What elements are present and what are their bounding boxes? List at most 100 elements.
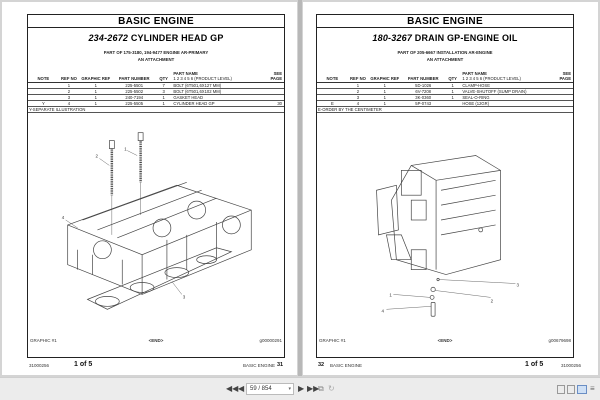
cell-part-number: 6V-7208: [401, 88, 445, 95]
table-header-row: NOTE REF NO GRAPHIC REF PART NUMBER QTY …: [317, 71, 573, 83]
graphic-id: g00679698: [548, 338, 571, 343]
prev-page-icon[interactable]: ◀: [238, 384, 245, 393]
group-number: 180-3267: [372, 33, 413, 43]
cell-graphic: 1: [368, 94, 402, 101]
cell-qty: 7: [155, 82, 172, 89]
doc-id: 31000256: [29, 363, 50, 368]
col-qty: QTY: [155, 72, 172, 83]
col-part-name-label: PART NAME: [173, 71, 198, 76]
col-part-number: PART NUMBER: [401, 72, 445, 83]
parts-table: NOTE REF NO GRAPHIC REF PART NUMBER QTY …: [317, 71, 573, 107]
part-of-text: PART OF 175-3180, 194-9477 ENGINE AR-PRI…: [28, 49, 284, 63]
cell-qty: 1: [155, 100, 172, 107]
cell-part-number: 240-7194: [112, 94, 156, 101]
cell-note: Y: [28, 100, 59, 107]
cell-part-number: 225-5501: [112, 82, 156, 89]
group-number: 234-2672: [88, 33, 129, 43]
table-row[interactable]: E 4 1 5P-0743 HOSE (12GR): [317, 100, 573, 107]
table-row[interactable]: 3 1 240-7194 1 GASKET HEAD: [28, 94, 284, 101]
col-see-page: SEE PAGE: [263, 71, 284, 83]
two-page-view-icon[interactable]: [577, 385, 587, 394]
col-part-name: PART NAME 1 2 3 4 5 6 (PRODUCT LEVEL): [460, 71, 553, 83]
viewer-toolbar: ◀◀ ◀ 59 / 854 ▾ ▶ ▶▶ ⧉ ↻ ≡: [0, 377, 600, 400]
cell-part-number: 225-5502: [112, 88, 156, 95]
col-note: NOTE: [317, 72, 348, 83]
cell-qty: 3: [155, 88, 172, 95]
single-page-view-icon[interactable]: [557, 385, 565, 394]
section-title: BASIC ENGINE: [28, 15, 284, 28]
cell-part-name: CYLINDER HEAD GP: [171, 100, 264, 107]
cell-ref: 2: [58, 88, 80, 95]
callout-2: 2: [491, 298, 494, 303]
cell-part-name: VALVE-SHUTOFF (SUMP DRAIN): [460, 88, 553, 95]
last-page-icon[interactable]: ▶▶: [307, 384, 320, 393]
group-name: CYLINDER HEAD GP: [130, 33, 224, 43]
cell-graphic: 1: [79, 82, 113, 89]
col-ref-no: REF NO: [347, 72, 369, 83]
cylinder-head-illustration: 1 2 3 4: [62, 132, 252, 310]
cell-qty: 1: [155, 94, 172, 101]
doc-id: 31000256: [561, 363, 582, 368]
cell-qty: [444, 100, 461, 107]
callout-3: 3: [183, 294, 186, 299]
footer-section: BASIC ENGINE: [243, 363, 276, 368]
col-see-page: SEE PAGE: [552, 71, 573, 83]
left-page-content-frame: BASIC ENGINE 234-2672 CYLINDER HEAD GP P…: [27, 14, 285, 358]
cell-note: [28, 88, 59, 95]
group-heading: 234-2672 CYLINDER HEAD GP: [28, 33, 284, 43]
first-page-icon[interactable]: ◀◀: [226, 384, 239, 393]
cell-graphic: 1: [79, 88, 113, 95]
cell-note: [28, 94, 59, 101]
page-footer: 32 BASIC ENGINE 1 of 5 31000256: [316, 361, 581, 371]
graphic-id: g00000291: [259, 338, 282, 343]
cell-ref: 3: [58, 94, 80, 101]
col-ref-no: REF NO: [58, 72, 80, 83]
end-marker: <END>: [148, 338, 164, 343]
callout-3: 3: [516, 282, 519, 287]
cell-note: E: [317, 100, 348, 107]
rotate-icon[interactable]: ↻: [328, 384, 335, 393]
two-page-continuous-view-icon[interactable]: ≡: [590, 384, 595, 393]
right-page-content-frame: BASIC ENGINE 180-3267 DRAIN GP-ENGINE OI…: [316, 14, 574, 358]
part-of-text: PART OF 205-6667 INSTALLATION AR-ENGINE …: [317, 49, 573, 63]
cell-part-number: 3K-0360: [401, 94, 445, 101]
table-row[interactable]: 2 1 6V-7208 1 VALVE-SHUTOFF (SUMP DRAIN): [317, 88, 573, 95]
table-row[interactable]: 2 1 225-5502 3 BOLT (6T501,6X102 MM): [28, 88, 284, 95]
continuous-view-icon[interactable]: [567, 385, 575, 394]
page-number-input[interactable]: 59 / 854 ▾: [246, 383, 294, 395]
page-of: 1 of 5: [525, 361, 544, 368]
cell-ref: 1: [58, 82, 80, 89]
copy-icon[interactable]: ⧉: [318, 384, 324, 393]
group-heading: 180-3267 DRAIN GP-ENGINE OIL: [317, 33, 573, 43]
col-part-name-sub: 1 2 3 4 5 6 (PRODUCT LEVEL): [173, 75, 232, 81]
page-of: 1 of 5: [74, 361, 93, 368]
table-row[interactable]: 1 1 5D-1026 1 CLAMP-HOSE: [317, 82, 573, 89]
engine-drain-illustration: 1 2 3 4: [376, 155, 519, 317]
part-of-line-2: AN ATTACHMENT: [137, 57, 175, 62]
table-row[interactable]: 3 1 3K-0360 1 SEAL-O-RING: [317, 94, 573, 101]
table-header-row: NOTE REF NO GRAPHIC REF PART NUMBER QTY …: [28, 71, 284, 83]
next-page-icon[interactable]: ▶: [298, 384, 305, 393]
part-of-line-2: AN ATTACHMENT: [426, 57, 464, 62]
cell-note: [28, 82, 59, 89]
cell-see-page: [552, 82, 573, 89]
cell-qty: 1: [444, 88, 461, 95]
table-row[interactable]: 1 1 225-5501 7 BOLT (6T501,6X127 MM): [28, 82, 284, 89]
chevron-down-icon[interactable]: ▾: [288, 386, 291, 392]
cell-see-page: 30: [263, 100, 284, 107]
cell-qty: 1: [444, 94, 461, 101]
graphic-label: GRAPHIC #1: [319, 338, 346, 343]
page-number: 32: [318, 362, 325, 368]
col-graphic-ref: GRAPHIC REF: [79, 72, 113, 83]
cell-ref: 4: [347, 100, 369, 107]
cell-part-name: GASKET HEAD: [171, 94, 264, 101]
cell-graphic: 1: [368, 100, 402, 107]
table-row[interactable]: Y 4 1 225-5505 1 CYLINDER HEAD GP 30: [28, 100, 284, 107]
cell-part-name: CLAMP-HOSE: [460, 82, 553, 89]
col-part-number: PART NUMBER: [112, 72, 156, 83]
callout-2: 2: [95, 153, 98, 158]
cell-see-page: [263, 82, 284, 89]
part-of-line-1: PART OF 175-3180, 194-9477 ENGINE AR-PRI…: [103, 50, 209, 55]
group-name: DRAIN GP-ENGINE OIL: [414, 33, 518, 43]
cell-see-page: [552, 94, 573, 101]
